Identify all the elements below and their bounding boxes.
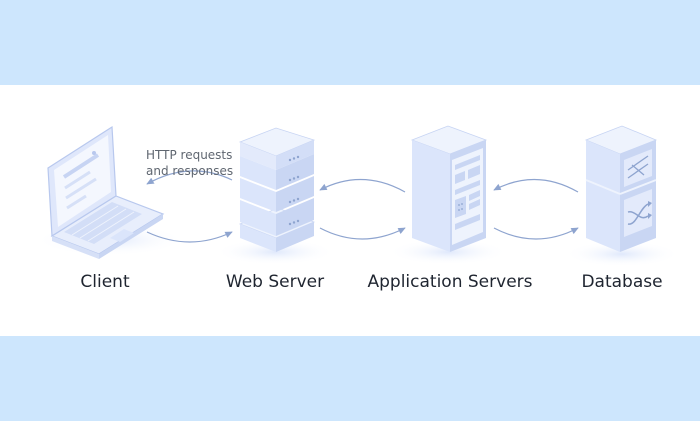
arrow-request (493, 227, 579, 240)
arrow-response (146, 170, 233, 185)
http-annotation: HTTP requests and responses (146, 147, 233, 179)
server-cabinet-icon (388, 125, 508, 265)
connection-appservers-database (493, 178, 579, 240)
annotation-line-2: and responses (146, 164, 234, 178)
connection-client-webserver (146, 170, 233, 243)
application-servers-label: Application Servers (367, 272, 533, 292)
connection-webserver-appservers (319, 178, 406, 240)
database-label: Database (581, 272, 663, 292)
arrow-response (493, 178, 579, 193)
arrow-request (146, 231, 233, 243)
server-rack-icon (215, 127, 335, 265)
arrow-request (319, 227, 406, 240)
web-server-label: Web Server (225, 272, 325, 292)
client-label: Client (80, 272, 130, 292)
laptop-icon (35, 125, 185, 259)
database-switch-icon (564, 125, 680, 267)
arrow-response (319, 178, 406, 193)
annotation-line-1: HTTP requests (146, 148, 233, 162)
